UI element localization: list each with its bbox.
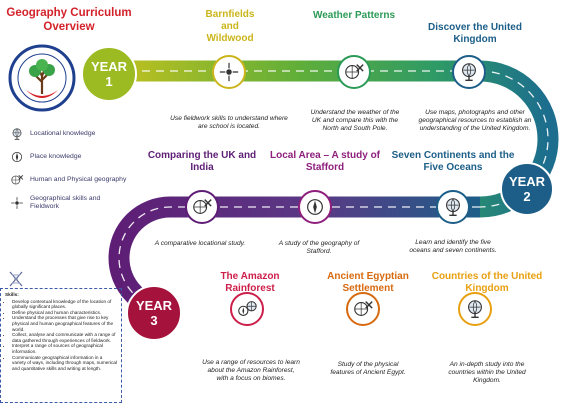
globe-tools-icon [345, 64, 364, 79]
topic-circle-countries [458, 292, 492, 326]
legend-item: Human and Physical geography [10, 169, 150, 191]
topic-circle-amazon [230, 292, 264, 326]
topic-circle-local [298, 190, 332, 224]
skills-item: Define physical and human characteristic… [12, 310, 117, 316]
topic-title-countries: Countries of the United Kingdom [431, 271, 543, 294]
topic-circle-egypt [346, 292, 380, 326]
road-segment-1 [100, 60, 559, 218]
globe-tools-icon [11, 175, 24, 185]
topic-desc-weather: Understand the weather of the UK and com… [310, 109, 400, 132]
topic-circle-weather [337, 55, 371, 89]
skills-item: Develop contextual knowledge of the loca… [12, 299, 117, 310]
legend-item: Geographical skills and Fieldwork [10, 191, 150, 215]
topic-circle-barnfields [212, 55, 246, 89]
topic-title-egypt: Ancient Egyptian Settlement [327, 271, 409, 294]
skills-item: Interpret a range of sources of geograph… [12, 343, 117, 354]
skills-list: Develop contextual knowledge of the loca… [5, 299, 117, 372]
legend-item: Place knowledge [10, 144, 150, 169]
topic-desc-amazon: Use a range of resources to learn about … [202, 359, 300, 382]
topic-desc-egypt: Study of the physical features of Ancien… [330, 361, 406, 376]
topic-title-discover: Discover the United Kingdom [428, 22, 522, 45]
topic-title-barnfields: Barnfields and Wildwood [205, 9, 255, 44]
topic-title-amazon: The Amazon Rainforest [220, 271, 280, 294]
globe-icon [12, 128, 22, 140]
globe-icon [468, 300, 482, 318]
compass-globe-icon [238, 301, 257, 316]
topic-desc-comparing: A comparative locational study. [154, 240, 246, 247]
skills-panel: Skills: Develop contextual knowledge of … [0, 288, 122, 403]
page-title: Geography Curriculum Overview [6, 7, 132, 33]
legend-item: Locational knowledge [10, 124, 150, 144]
topic-desc-barnfields: Use fieldwork skills to understand where… [170, 115, 288, 130]
skills-heading: Skills: [5, 292, 19, 297]
topic-circle-comparing [185, 190, 219, 224]
topic-desc-discover: Use maps, photographs and other geograph… [418, 109, 532, 132]
dna-icon [9, 271, 23, 287]
crosshair-icon [219, 62, 239, 82]
topic-desc-countries: An in-depth study into the countries wit… [448, 361, 526, 384]
globe-icon [446, 198, 460, 216]
school-logo [8, 44, 76, 112]
topic-desc-seven: Learn and identify the five oceans and s… [409, 239, 497, 254]
legend: Locational knowledge Place knowledge Hum… [10, 124, 150, 215]
topic-circle-discover [452, 55, 486, 89]
crosshair-icon [11, 197, 23, 209]
globe-tools-icon [193, 199, 212, 214]
compass-icon [307, 199, 323, 215]
topic-title-weather: Weather Patterns [312, 10, 396, 21]
topic-desc-local: A study of the geography of Stafford. [278, 240, 360, 255]
compass-icon [11, 151, 23, 162]
skills-item: Collect, analyse and communicate with a … [12, 332, 117, 343]
topic-circle-seven [436, 190, 470, 224]
skills-item: Understand the processes that give rise … [12, 315, 117, 332]
topic-title-seven: Seven Continents and the Five Oceans [391, 150, 515, 173]
topic-title-comparing: Comparing the UK and India [147, 150, 257, 173]
skills-item: Communicate geographical information in … [12, 355, 117, 372]
globe-tools-icon [354, 301, 373, 316]
globe-icon [462, 63, 476, 81]
topic-title-local: Local Area – A study of Stafford [269, 150, 381, 173]
school-badge-icon [8, 44, 76, 112]
